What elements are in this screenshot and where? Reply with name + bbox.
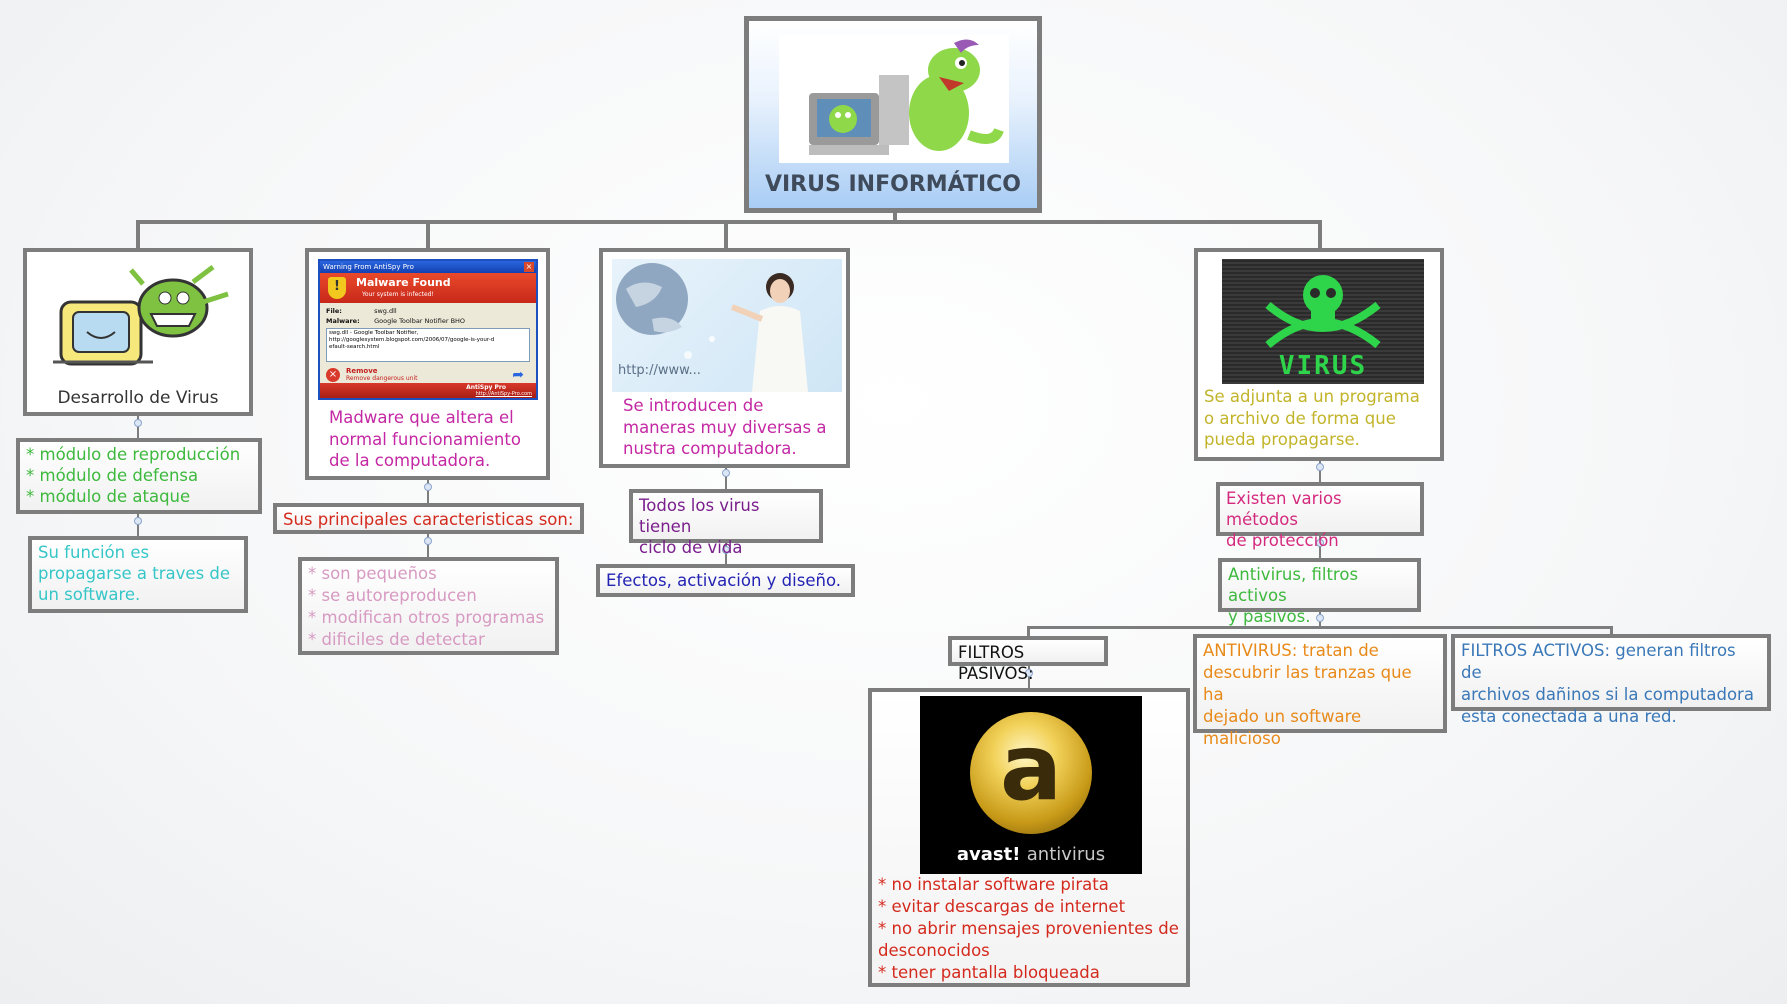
connector-dot[interactable] — [722, 469, 730, 477]
connector-dot[interactable] — [1316, 614, 1324, 622]
window-titlebar: Warning From AntiSpy Pro × — [320, 261, 536, 273]
methods-node[interactable]: Existen varios métodos de protección — [1216, 482, 1424, 536]
avast-orb: a — [970, 712, 1092, 834]
antivirus-filters-node[interactable]: Antivirus, filtros activos y pasivos. — [1218, 558, 1421, 612]
passive-filters-node[interactable]: a avast! antivirus * no instalar softwar… — [868, 688, 1190, 987]
connector-dot[interactable] — [424, 483, 432, 491]
alert-banner: ! Malware Found Your system is infected! — [320, 273, 536, 303]
malware-value: Google Toolbar Notifier BHO — [374, 317, 465, 325]
function-node[interactable]: Su función es propagarse a traves de un … — [28, 536, 248, 613]
file-row: File: swg.dll — [326, 307, 397, 315]
central-title: VIRUS INFORMÁTICO — [749, 172, 1037, 197]
cartoon-virus-image — [43, 262, 233, 372]
connector — [427, 532, 429, 558]
desarrollo-node[interactable]: Desarrollo de Virus — [23, 248, 253, 416]
connector — [1027, 626, 1613, 629]
avast-letter: a — [970, 718, 1092, 818]
effects-node[interactable]: Efectos, activación y diseño. — [596, 564, 855, 597]
characteristics-heading-node[interactable]: Sus principales caracteristicas son: — [273, 503, 584, 534]
connector — [136, 220, 1322, 224]
remove-row[interactable]: × Remove Remove dangerous unit ➦ — [326, 367, 526, 383]
file-label: File: — [326, 307, 372, 315]
active-filters-node[interactable]: FILTROS ACTIVOS: generan filtros de arch… — [1451, 634, 1771, 711]
connector-dot[interactable] — [424, 537, 432, 545]
details-box[interactable]: swg.dll - Google Toolbar Notifier, http:… — [326, 328, 530, 362]
alert-title: Malware Found — [356, 276, 451, 289]
virus-image-text: VIRUS — [1222, 351, 1424, 381]
window-title: Warning From AntiSpy Pro — [323, 263, 414, 271]
virus-monster-image — [779, 35, 1009, 163]
brand-footer: AntiSpy Pro http://AntiSpy-Pro.com — [320, 383, 536, 398]
avast-brand: avast! — [957, 844, 1021, 865]
remove-label: Remove — [346, 367, 378, 375]
adjunta-node[interactable]: VIRUS Se adjunta a un programa o archivo… — [1194, 248, 1444, 461]
connector — [1318, 220, 1322, 250]
central-node[interactable]: VIRUS INFORMÁTICO — [744, 16, 1042, 213]
skull-virus-image: VIRUS — [1222, 259, 1424, 384]
passive-heading-node[interactable]: FILTROS PASIVOS: — [948, 636, 1108, 666]
introducen-node[interactable]: http://www... Se introducen de maneras m… — [599, 248, 850, 468]
connector — [724, 220, 728, 250]
close-icon[interactable]: × — [524, 262, 534, 272]
warning-shield-icon: ! — [328, 277, 346, 299]
woman-globe-image: http://www... — [612, 259, 842, 392]
characteristics-node[interactable]: * son pequeños * se autoreproducen * mod… — [298, 557, 559, 655]
remove-icon: × — [326, 368, 340, 382]
avast-word: antivirus — [1027, 844, 1105, 865]
cycle-node[interactable]: Todos los virus tienen ciclo de vida — [629, 489, 823, 543]
file-value: swg.dll — [374, 307, 397, 315]
malware-warning-window: Warning From AntiSpy Pro × ! Malware Fou… — [318, 259, 538, 400]
malware-row: Malware: Google Toolbar Notifier BHO — [326, 317, 465, 325]
connector — [136, 220, 140, 250]
desarrollo-caption: Desarrollo de Virus — [27, 388, 249, 408]
connector — [426, 220, 430, 250]
connector — [427, 478, 429, 504]
brand-url[interactable]: http://AntiSpy-Pro.com — [476, 391, 532, 397]
adjunta-text: Se adjunta a un programa o archivo de fo… — [1204, 386, 1420, 451]
passive-list: * no instalar software pirata * evitar d… — [878, 874, 1179, 984]
connector-dot[interactable] — [1316, 463, 1324, 471]
avast-wordmark: avast! antivirus — [920, 844, 1142, 865]
alert-subtitle: Your system is infected! — [362, 291, 434, 298]
avast-logo-image: a avast! antivirus — [920, 696, 1142, 874]
connector-dot[interactable] — [134, 419, 142, 427]
arrow-icon: ➦ — [512, 367, 524, 383]
madware-node[interactable]: Warning From AntiSpy Pro × ! Malware Fou… — [305, 248, 550, 480]
url-text: http://www... — [618, 363, 701, 378]
connector-dot[interactable] — [134, 517, 142, 525]
remove-sub: Remove dangerous unit — [346, 375, 418, 382]
antivirus-node[interactable]: ANTIVIRUS: tratan de descubrir las tranz… — [1193, 634, 1447, 733]
brand-name: AntiSpy Pro — [466, 384, 506, 391]
modules-node[interactable]: * módulo de reproducción * módulo de def… — [16, 438, 262, 514]
madware-text: Madware que altera el normal funcionamie… — [329, 407, 521, 472]
introducen-text: Se introducen de maneras muy diversas a … — [623, 395, 827, 460]
malware-label: Malware: — [326, 317, 372, 325]
